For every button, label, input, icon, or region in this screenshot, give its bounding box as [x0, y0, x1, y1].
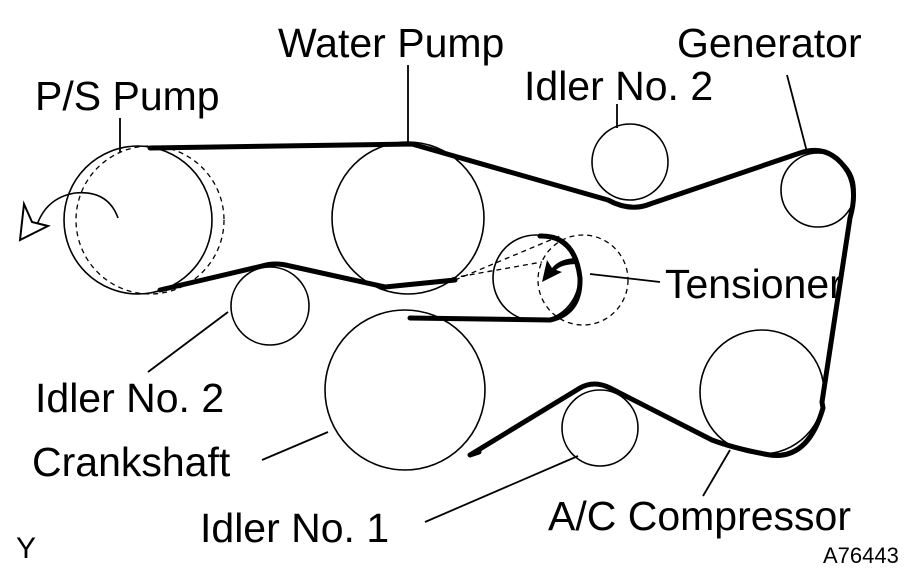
rotation-arrowhead-icon: [18, 200, 51, 242]
idler-no2-left-leader: [147, 311, 229, 373]
crankshaft-pulley: [324, 309, 486, 471]
ac-compressor-pulley: [699, 329, 825, 455]
idler-no2-left-pulley: [230, 266, 310, 346]
generator-leader: [786, 74, 808, 153]
crankshaft-leader: [261, 431, 329, 461]
label-ac-compressor: A/C Compressor: [548, 493, 851, 539]
label-water-pump: Water Pump: [278, 20, 504, 66]
ps-pump-pulley: [63, 145, 213, 295]
label-tensioner: Tensioner: [665, 261, 843, 307]
label-idler-no2-left: Idler No. 2: [35, 375, 224, 421]
idler-no1-pulley: [561, 389, 639, 467]
tensioner-leader: [589, 273, 661, 283]
rotation-arrow-icon: [35, 191, 119, 229]
label-crankshaft: Crankshaft: [32, 439, 231, 485]
label-idler-no2-top: Idler No. 2: [524, 63, 713, 109]
belt-alternate-position: [451, 235, 561, 281]
ps-pump-pulley-ghost: [75, 145, 225, 295]
tensioner-pulley-ghost: [537, 234, 629, 326]
water-pump-pulley: [331, 141, 485, 295]
corner-mark: Y: [16, 532, 36, 565]
idler-no2-top-pulley: [591, 123, 669, 201]
label-idler-no1: Idler No. 1: [200, 505, 389, 551]
tensioner-direction-arrow-icon: [542, 258, 578, 282]
drive-belt: [147, 141, 856, 458]
figure-id: A76443: [823, 543, 899, 568]
ac-compressor-leader: [702, 449, 731, 497]
label-ps-pump: P/S Pump: [35, 73, 220, 119]
label-generator: Generator: [677, 20, 862, 66]
idler-no1-leader: [424, 455, 579, 523]
